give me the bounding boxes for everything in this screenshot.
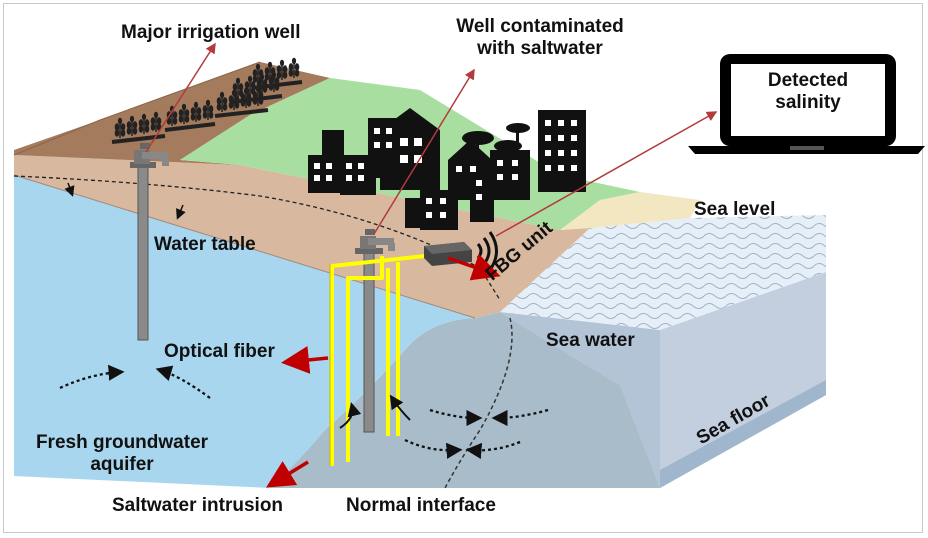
sea-block-side [660,272,826,488]
label-major-irrigation-well: Major irrigation well [121,22,301,43]
fbg-box-icon [424,242,472,266]
label-well-contaminated-line1: Well contaminated [456,16,624,37]
pump-faucet-icon [360,229,395,251]
label-well-contaminated: Well contaminated with saltwater [440,16,640,60]
label-well-contaminated-line2: with saltwater [477,38,603,59]
pump-faucet-icon [134,143,169,166]
sand-layer [14,155,590,318]
crop-plant-icon [111,57,303,144]
fresh-groundwater-region [14,175,475,488]
label-saltwater-intrusion: Saltwater intrusion [112,495,284,516]
image-border [3,3,923,533]
beach-strip [560,192,700,230]
label-fresh-groundwater-line1: Fresh groundwater [35,432,209,453]
label-fresh-groundwater-line2: aquifer [90,454,154,475]
laptop-icon [688,54,925,154]
label-detected-salinity-line1: Detected [767,70,849,91]
optical-fiber [330,254,426,466]
saltwater-wedge-region [270,312,660,488]
label-sea-level: Sea level [694,199,776,220]
groundwater-flow-arrows [59,364,549,459]
sea-floor-strip [660,380,826,488]
label-detected-salinity: Detected salinity [731,70,885,114]
city-buildings-icon [308,108,586,230]
tree-icon [462,123,530,166]
normal-interface-line [444,317,513,489]
contaminated-well [355,229,395,433]
intrusion-curl-arrows [339,394,411,429]
water-table-line [13,175,501,301]
label-fresh-groundwater-aquifer: Fresh groundwater aquifer [22,432,222,476]
red-arrows [266,253,501,488]
label-optical-fiber: Optical fiber [164,341,275,362]
label-detected-salinity-line2: salinity [775,92,841,113]
label-water-table: Water table [154,234,256,255]
label-sea-water: Sea water [546,330,635,351]
label-pointer-lines [145,42,718,237]
label-normal-interface: Normal interface [346,495,496,516]
major-irrigation-well [130,143,169,341]
